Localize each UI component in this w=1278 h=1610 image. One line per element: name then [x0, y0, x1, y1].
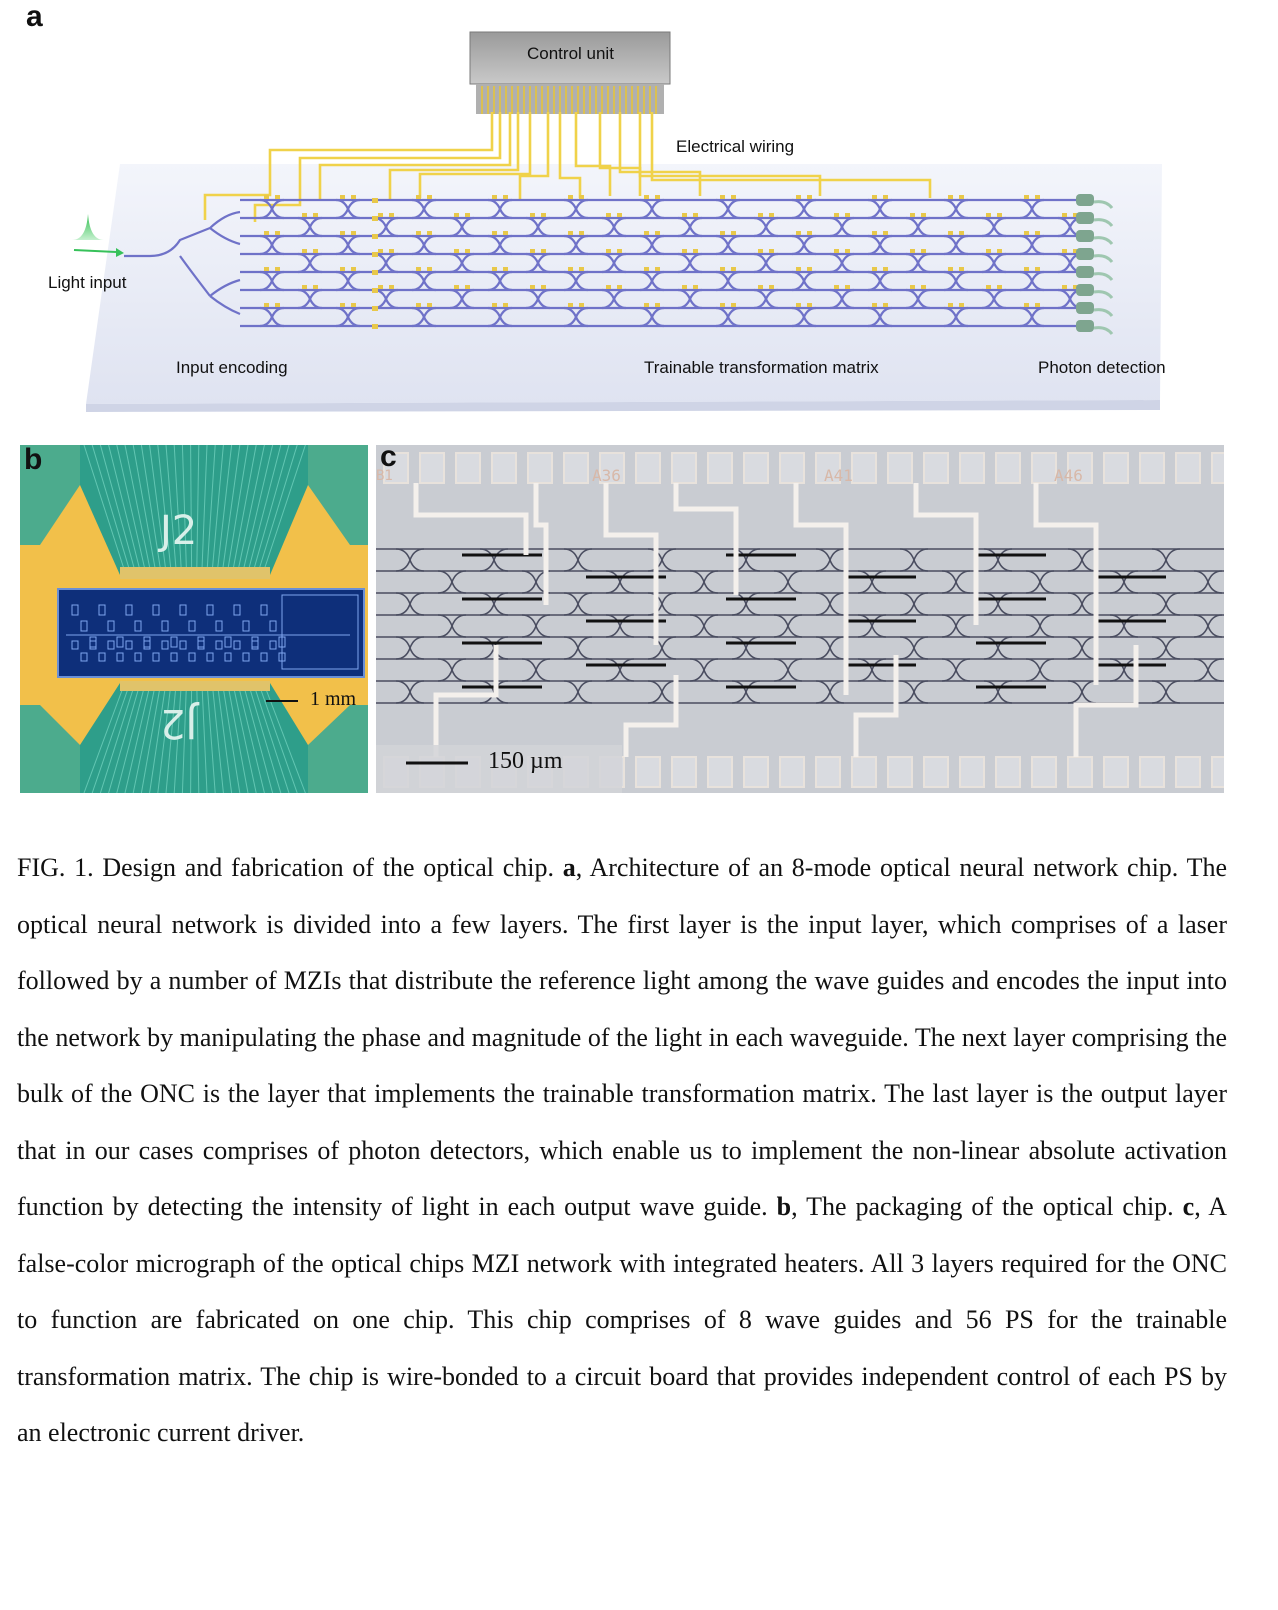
- electrical-wiring-label: Electrical wiring: [676, 137, 795, 156]
- electrical-wires: [203, 112, 932, 222]
- control-unit-pins: [481, 86, 657, 114]
- chip-architecture-diagram: [72, 31, 1162, 412]
- micrograph-mzi-network: [376, 445, 1224, 793]
- photon-detection-label: Photon detection: [1038, 358, 1166, 377]
- light-pulse-icon: [72, 214, 104, 240]
- panel-c-letter: c: [380, 440, 397, 473]
- caption-fig-label: FIG. 1.: [17, 853, 94, 882]
- waveguide-mesh: [124, 198, 1083, 328]
- micrograph-tag-a46: A46: [1054, 466, 1083, 485]
- micrograph-tag-a41: A41: [824, 466, 853, 485]
- panel-a-letter: a: [26, 0, 43, 33]
- connector-bottom-label: J2: [160, 700, 198, 746]
- photon-detectors: [1076, 194, 1114, 335]
- control-unit-box: [469, 31, 671, 85]
- micrograph-tag-a36: A36: [592, 466, 621, 485]
- trainable-matrix-label: Trainable transformation matrix: [644, 358, 879, 377]
- scale-bar-150um-label: 150 µm: [488, 748, 563, 774]
- scale-bar-1mm-label: 1 mm: [310, 688, 357, 710]
- caption-text-c: , A false-color micrograph of the optica…: [17, 1192, 1228, 1447]
- caption-title: Design and fabrication of the optical ch…: [102, 853, 554, 882]
- chip-die: [57, 588, 365, 678]
- chip-packaging-photo: [20, 445, 368, 793]
- input-encoding-label: Input encoding: [176, 358, 288, 377]
- caption-letter-c: c: [1182, 1192, 1195, 1221]
- micrograph-tag-b1: B1: [376, 468, 393, 484]
- control-unit-label: Control unit: [527, 44, 614, 63]
- light-input-label: Light input: [48, 273, 127, 292]
- caption-text-a: , Architecture of an 8-mode optical neur…: [17, 853, 1227, 1221]
- phase-shifter-heaters: [264, 195, 1078, 329]
- caption-text-b: , The packaging of the optical chip.: [791, 1192, 1174, 1221]
- caption-letter-a: a: [562, 853, 576, 882]
- panel-b-letter: b: [24, 443, 43, 476]
- caption-letter-b: b: [776, 1192, 792, 1221]
- figure-caption: FIG. 1. Design and fabrication of the op…: [17, 840, 1227, 1462]
- chip-slab: [86, 164, 1162, 404]
- connector-top-label: J2: [160, 508, 198, 554]
